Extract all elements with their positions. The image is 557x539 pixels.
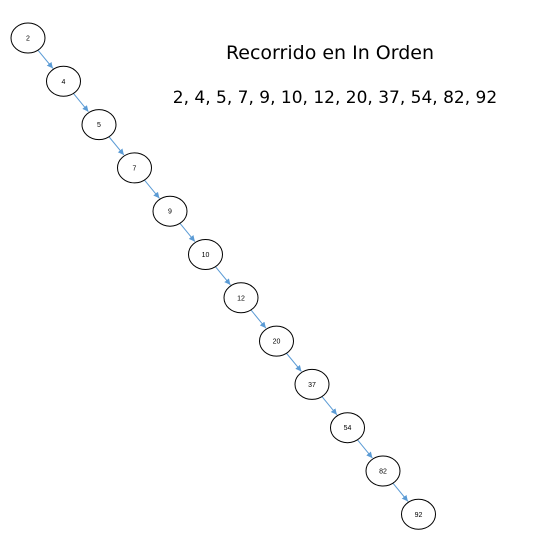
- tree-edge: [108, 136, 125, 156]
- tree-edge: [37, 49, 54, 69]
- tree-edge: [73, 93, 89, 112]
- tree-node: 9: [152, 195, 188, 227]
- node-label: 82: [379, 469, 387, 476]
- tree-edge: [286, 352, 302, 372]
- tree-node: 5: [81, 109, 117, 141]
- tree-edge: [250, 309, 267, 329]
- node-label: 9: [168, 209, 172, 216]
- node-circle: [81, 109, 117, 141]
- tree-node: 20: [259, 325, 294, 357]
- node-label: 54: [344, 425, 352, 432]
- node-circle: [10, 22, 46, 54]
- node-label: 10: [202, 252, 210, 259]
- tree-node: 2: [10, 22, 46, 54]
- node-circle: [152, 195, 188, 227]
- node-circle: [223, 282, 259, 314]
- node-label: 7: [133, 165, 137, 172]
- tree-node: 82: [365, 455, 401, 487]
- node-label: 4: [62, 79, 66, 86]
- node-label: 12: [237, 295, 245, 302]
- inorder-sequence: 2, 4, 5, 7, 9, 10, 12, 20, 37, 54, 82, 9…: [172, 88, 498, 108]
- tree-node: 12: [223, 282, 259, 314]
- node-circle: [330, 412, 365, 444]
- node-circle: [365, 455, 401, 487]
- node-label: 20: [273, 339, 281, 346]
- tree-node: 4: [46, 65, 81, 97]
- node-circle: [294, 368, 330, 400]
- node-label: 5: [97, 122, 101, 129]
- node-label: 92: [415, 512, 423, 519]
- tree-edge: [144, 179, 160, 199]
- node-circle: [46, 65, 81, 97]
- tree-edge: [392, 482, 409, 502]
- tree-node: 10: [188, 239, 223, 270]
- node-label: 37: [308, 382, 316, 389]
- node-circle: [188, 239, 223, 270]
- tree-edge: [321, 396, 338, 416]
- tree-node: 7: [117, 152, 152, 184]
- tree-node: 92: [401, 498, 436, 530]
- tree-edge: [357, 439, 373, 459]
- tree-node: 54: [330, 412, 365, 444]
- tree-node: 37: [294, 368, 330, 400]
- node-circle: [117, 152, 152, 184]
- diagram-title: Recorrido en In Orden: [225, 42, 435, 64]
- node-circle: [259, 325, 294, 357]
- tree-edge: [215, 266, 231, 286]
- tree-edge: [179, 223, 196, 242]
- node-label: 2: [26, 36, 30, 43]
- node-circle: [401, 498, 436, 530]
